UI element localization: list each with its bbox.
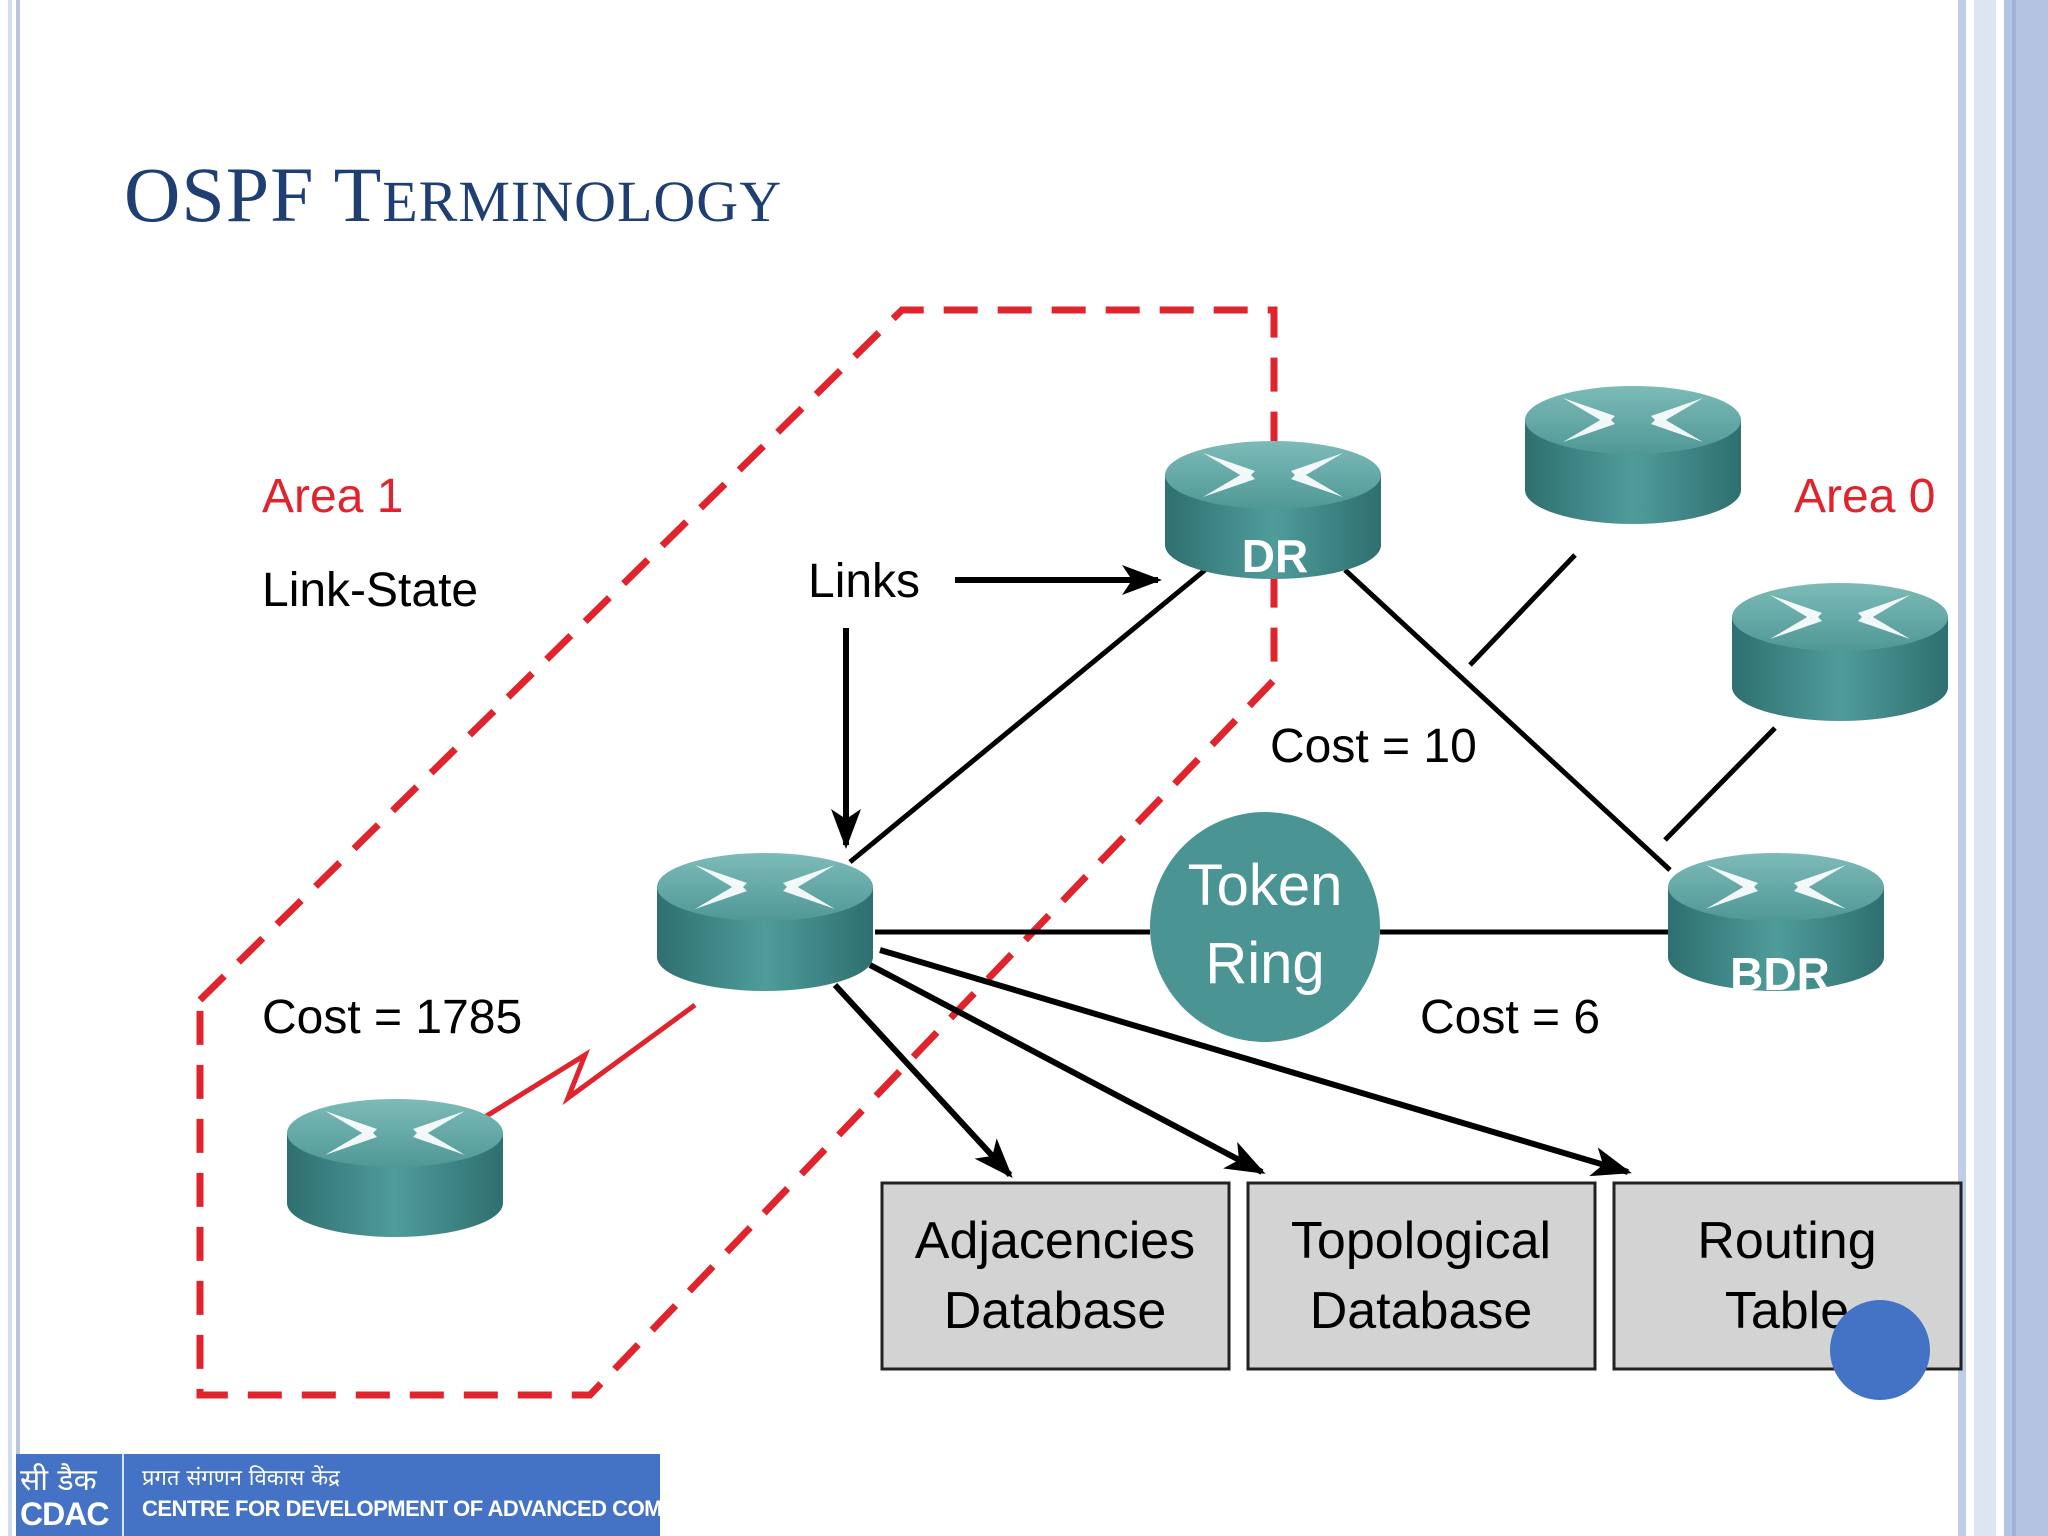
cdac-logo-text: प्रगत संगणन विकास केंद्र CENTRE FOR DEVE… xyxy=(142,1464,660,1524)
title-rest: ERMINOLOGY xyxy=(382,169,783,234)
logo-line-english: CENTRE FOR DEVELOPMENT OF ADVANCED COMPU… xyxy=(142,1496,660,1521)
db-adjacencies-line2: Database xyxy=(944,1282,1167,1340)
db-adjacencies: Adjacencies Database xyxy=(880,1181,1231,1371)
links-label: Links xyxy=(808,555,920,608)
db-routing-line2: Table xyxy=(1725,1282,1849,1340)
db-topological-line1: Topological xyxy=(1291,1212,1551,1270)
left-border xyxy=(0,0,20,1536)
dr-label: DR xyxy=(1242,530,1308,582)
link-right-router xyxy=(1663,726,1777,842)
cost-dr-bdr-label: Cost = 10 xyxy=(1270,720,1477,773)
area0-label: Area 0 xyxy=(1794,470,1935,523)
db-topological: Topological Database xyxy=(1246,1181,1597,1371)
logo-mark-hindi: सी डैक xyxy=(20,1463,97,1498)
cost-ring-label: Cost = 6 xyxy=(1420,991,1600,1044)
arrow-to-adjacencies xyxy=(832,982,1013,1178)
area1-label: Area 1 xyxy=(262,470,403,523)
cost-serial-label: Cost = 1785 xyxy=(262,991,522,1044)
link-state-label: Link-State xyxy=(262,564,478,617)
serial-link xyxy=(478,1002,697,1123)
link-center-dr xyxy=(848,568,1207,864)
area1-boundary xyxy=(196,306,1278,1399)
arrow-to-routing xyxy=(879,947,1632,1177)
title-word-ospf: OSPF xyxy=(124,151,315,238)
db-routing-line1: Routing xyxy=(1697,1212,1876,1270)
token-ring-line1: Token xyxy=(1188,853,1343,918)
slide-title: OSPF TERMINOLOGY xyxy=(124,150,782,240)
link-dr-bdr xyxy=(1343,568,1672,872)
right-border xyxy=(1958,0,2048,1536)
arrow-to-topological xyxy=(868,962,1266,1175)
token-ring xyxy=(1150,812,1380,1042)
slide-number-badge xyxy=(1830,1300,1930,1400)
cdac-logo-bar: सी डैक CDAC प्रगत संगणन विकास केंद्र CEN… xyxy=(16,1454,660,1536)
bdr-label: BDR xyxy=(1730,948,1830,1000)
db-adjacencies-line1: Adjacencies xyxy=(915,1212,1195,1270)
token-ring-line2: Ring xyxy=(1205,931,1324,996)
router-right xyxy=(1732,583,1948,721)
title-initial: T xyxy=(333,151,383,238)
cdac-logo-mark: सी डैक CDAC xyxy=(16,1454,124,1536)
logo-mark-english: CDAC xyxy=(20,1496,109,1532)
router-area1 xyxy=(287,1099,503,1237)
logo-line-hindi: प्रगत संगणन विकास केंद्र xyxy=(142,1466,340,1491)
db-topological-line2: Database xyxy=(1310,1282,1533,1340)
link-top-router xyxy=(1468,553,1577,667)
router-top-right xyxy=(1525,386,1741,524)
router-center xyxy=(657,853,873,991)
